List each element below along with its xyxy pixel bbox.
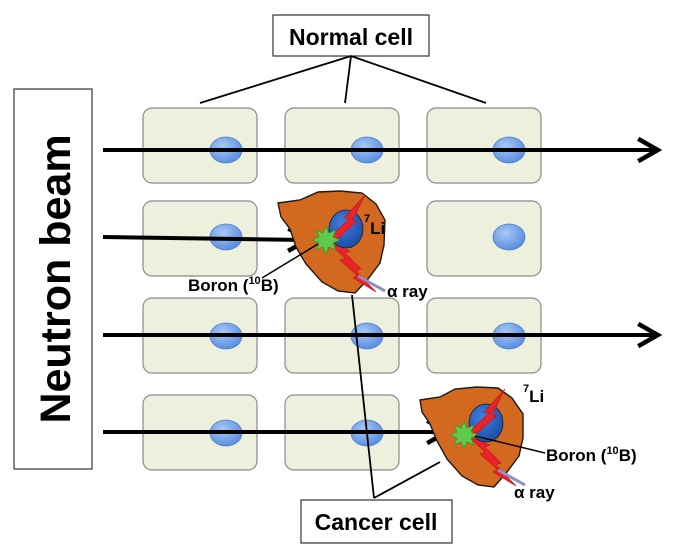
cancer-cell-label: Cancer cell (315, 509, 438, 535)
normal-cell-callout: Normal cell (199, 14, 487, 104)
normal-cell-label: Normal cell (289, 24, 413, 50)
normal-cell (284, 107, 400, 184)
normal-cell (142, 107, 258, 184)
cancer-cell-leader-lines (351, 294, 441, 499)
cancer-cell (261, 190, 386, 294)
normal-cell (426, 107, 542, 184)
lithium-label: 7Li (523, 383, 544, 406)
normal-cell (426, 200, 542, 277)
neutron-beam-label: Neutron beam (32, 134, 80, 423)
alpha-ray-label: α ray (514, 483, 555, 502)
normal-cells (142, 107, 542, 471)
nucleus (492, 223, 526, 251)
neutron-arrow (102, 226, 313, 253)
boron-label: Boron (10B) (188, 275, 279, 295)
neutron-arrows (102, 136, 663, 446)
boron-label: Boron (10B) (546, 445, 637, 465)
cancer-cell (419, 386, 546, 488)
lithium-label: 7Li (364, 213, 385, 238)
alpha-ray-label: α ray (387, 282, 428, 301)
cancer-cell-callout: Cancer cell (300, 499, 453, 544)
neutron-beam-box: Neutron beam (13, 88, 93, 470)
